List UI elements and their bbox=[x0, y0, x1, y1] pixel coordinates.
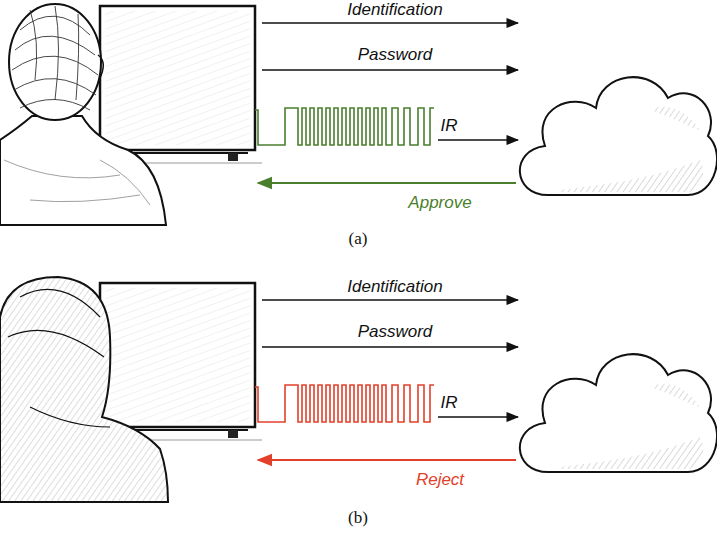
hair bbox=[12, 6, 98, 110]
response-label: Reject bbox=[416, 470, 464, 490]
panel-label: (b) bbox=[348, 508, 368, 528]
hood-seams bbox=[8, 289, 110, 427]
panel-common bbox=[92, 6, 717, 195]
panel-a bbox=[0, 4, 717, 225]
signal-label: Password bbox=[358, 322, 433, 342]
ir-waveform bbox=[255, 385, 434, 422]
ir-waveform bbox=[255, 108, 434, 145]
signal-label: Password bbox=[358, 45, 433, 65]
ear bbox=[98, 55, 103, 80]
panel-label: (a) bbox=[349, 229, 368, 249]
signal-label: IR bbox=[441, 116, 458, 136]
panel-b bbox=[0, 277, 717, 502]
response-label: Approve bbox=[408, 193, 471, 213]
signal-label: Identification bbox=[347, 277, 442, 297]
hood-shading bbox=[0, 277, 168, 502]
person-shoulders bbox=[0, 116, 166, 225]
hooded-person bbox=[0, 277, 168, 502]
person-head bbox=[9, 4, 101, 120]
shirt-folds bbox=[4, 160, 150, 205]
signal-label: IR bbox=[441, 393, 458, 413]
panel-common bbox=[92, 283, 717, 472]
approve-arrow bbox=[258, 182, 516, 184]
signal-label: Identification bbox=[347, 0, 442, 20]
reject-arrow bbox=[258, 459, 516, 461]
